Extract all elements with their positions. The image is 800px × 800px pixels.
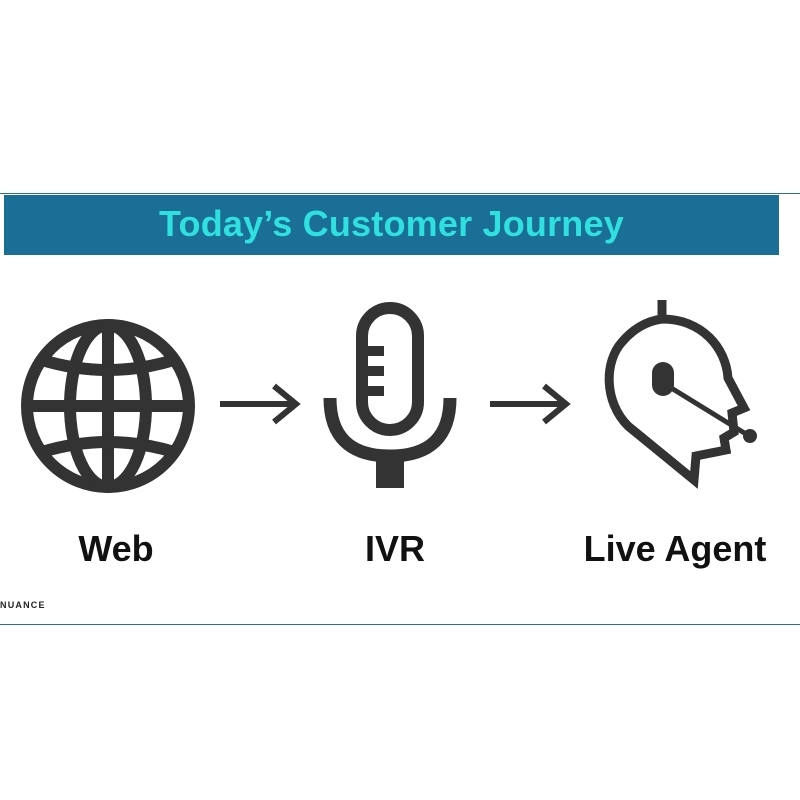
step-label-ivr: IVR [364, 528, 425, 569]
globe-icon [21, 319, 195, 493]
microphone-icon [323, 302, 457, 488]
slide-title: Today’s Customer Journey [159, 203, 624, 244]
step-label-live-agent: Live Agent [583, 528, 767, 569]
bottom-divider [0, 624, 800, 625]
title-banner: Today’s Customer Journey [4, 195, 779, 255]
step-label-web: Web [78, 528, 154, 569]
arrow-right-icon [490, 383, 571, 425]
top-divider [0, 193, 800, 194]
headset-agent-icon [604, 300, 757, 489]
brand-logo-text: NUANCE [0, 600, 46, 610]
arrow-right-icon [220, 383, 301, 425]
